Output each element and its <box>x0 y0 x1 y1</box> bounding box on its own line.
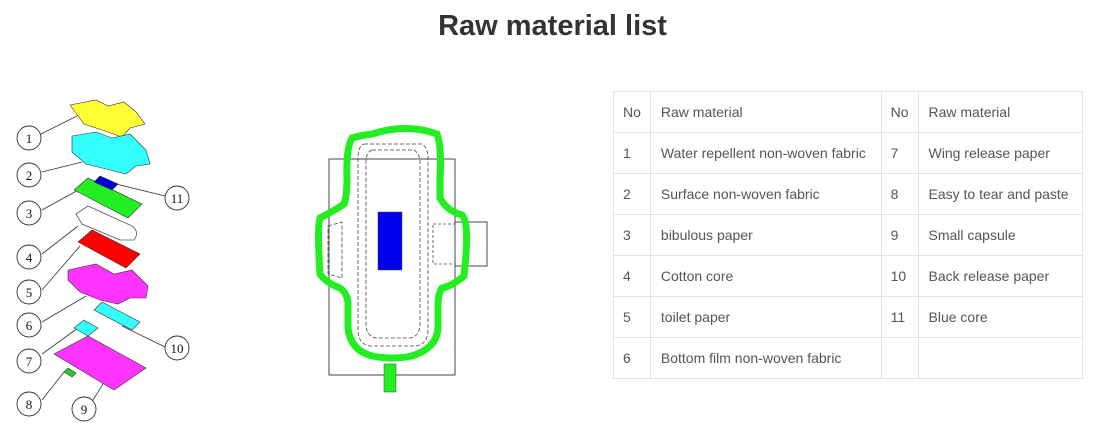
row-material: Blue core <box>917 296 1083 338</box>
row-no: 4 <box>613 255 651 297</box>
callout-11: 11 <box>171 191 184 206</box>
page-title: Raw material list <box>438 10 667 42</box>
table-row: 3 bibulous paper 9 Small capsule <box>613 214 1083 256</box>
bottom-tab <box>383 363 397 393</box>
row-material: Easy to tear and paste <box>917 173 1083 215</box>
callout-9: 9 <box>81 402 88 417</box>
row-no: 6 <box>613 337 651 379</box>
row-material: Bottom film non-woven fabric <box>649 337 882 379</box>
layer-1-shape <box>69 99 146 138</box>
layer-4-shape <box>75 205 137 241</box>
table-row: 1 Water repellent non-woven fabric 7 Win… <box>613 132 1083 174</box>
layer-6-shape <box>67 263 149 305</box>
callout-8: 8 <box>26 397 33 412</box>
layer-2-shape <box>71 131 151 175</box>
blue-core <box>377 211 403 271</box>
table-row: 2 Surface non-woven fabric 8 Easy to tea… <box>613 173 1083 215</box>
callout-6: 6 <box>26 318 33 333</box>
row-material: bibulous paper <box>649 214 882 256</box>
layer-3-shape <box>73 177 143 219</box>
table-row: 4 Cotton core 10 Back release paper <box>613 255 1083 297</box>
row-material: Surface non-woven fabric <box>649 173 882 215</box>
row-no: 9 <box>880 214 919 256</box>
table-row: 6 Bottom film non-woven fabric <box>613 337 1083 379</box>
layer-11-shape <box>93 175 119 191</box>
row-no: 2 <box>613 173 651 215</box>
raw-material-table: No Raw material No Raw material 1 Water … <box>613 91 1083 379</box>
row-material: Water repellent non-woven fabric <box>649 132 882 174</box>
pad-top-view-diagram <box>315 125 488 393</box>
row-no: 11 <box>880 296 919 338</box>
row-no: 8 <box>880 173 919 215</box>
header-no-left: No <box>613 91 651 133</box>
layer-10-shape <box>93 301 141 331</box>
exploded-layer-diagram: 1 2 3 4 5 6 7 8 9 10 11 <box>16 99 190 422</box>
row-no: 1 <box>613 132 651 174</box>
table-header-row: No Raw material No Raw material <box>613 91 1083 133</box>
row-no: 10 <box>880 255 919 297</box>
header-material-left: Raw material <box>649 91 882 133</box>
row-material: Small capsule <box>917 214 1083 256</box>
row-no: 5 <box>613 296 651 338</box>
callout-5: 5 <box>26 285 33 300</box>
callout-1: 1 <box>26 131 33 146</box>
header-no-right: No <box>880 91 919 133</box>
row-material: Wing release paper <box>917 132 1083 174</box>
callout-3: 3 <box>26 206 33 221</box>
layer-9-shape <box>53 335 147 391</box>
table-row: 5 toilet paper 11 Blue core <box>613 296 1083 338</box>
row-material: Back release paper <box>917 255 1083 297</box>
callout-7: 7 <box>26 354 33 369</box>
row-no-empty <box>880 337 919 379</box>
layer-8-shape <box>63 367 77 378</box>
row-material-empty <box>917 337 1083 379</box>
layer-7-shape <box>73 319 99 337</box>
row-material: Cotton core <box>649 255 882 297</box>
layer-5-shape <box>77 229 141 269</box>
row-no: 3 <box>613 214 651 256</box>
header-material-right: Raw material <box>917 91 1083 133</box>
pad-outline <box>315 125 471 362</box>
callout-10: 10 <box>171 341 184 356</box>
row-no: 7 <box>880 132 919 174</box>
side-tab-outline <box>454 221 488 267</box>
callout-2: 2 <box>26 168 33 183</box>
row-material: toilet paper <box>649 296 882 338</box>
callout-4: 4 <box>26 250 33 265</box>
